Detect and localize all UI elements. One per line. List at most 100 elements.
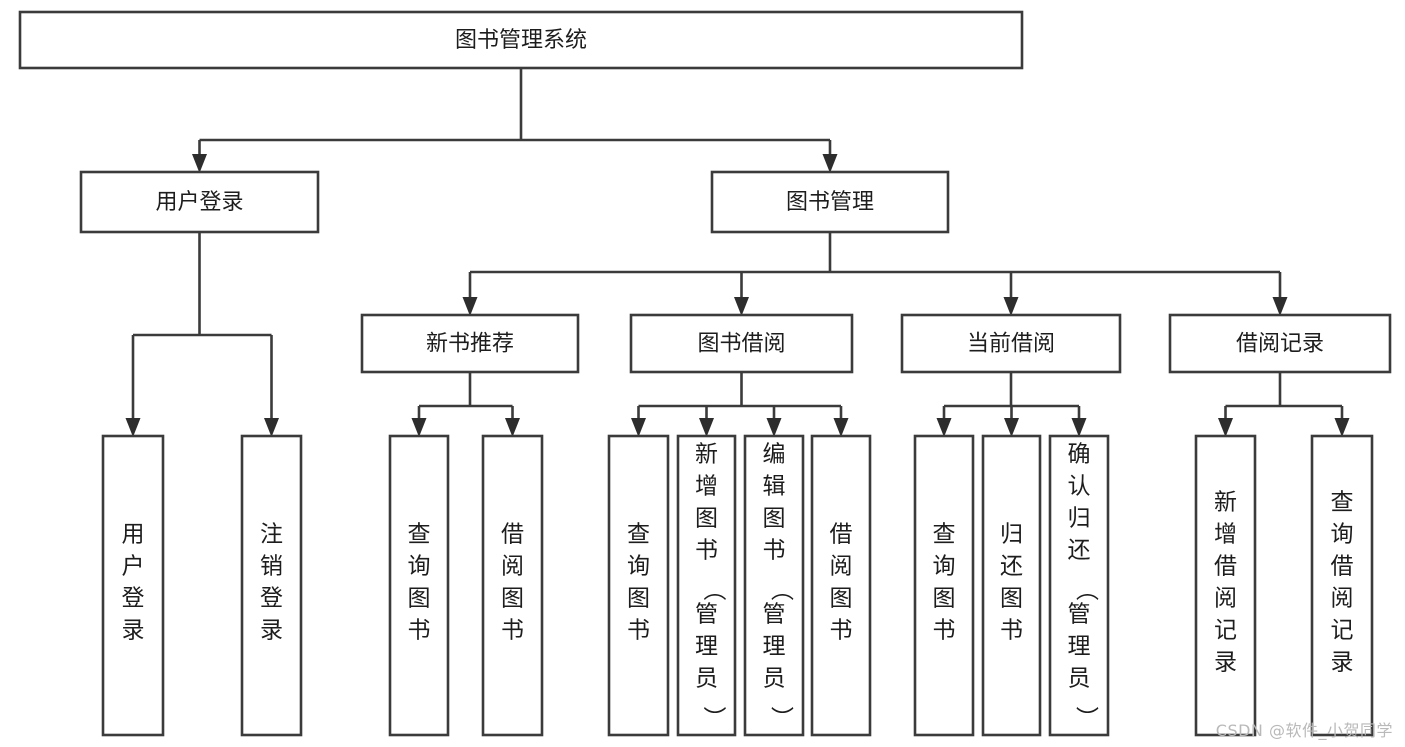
node-label-char: 辑 bbox=[763, 474, 786, 500]
node-label-char: 员 bbox=[695, 666, 718, 692]
node-label-char: 录 bbox=[260, 618, 283, 644]
node-label-char: 管 bbox=[763, 602, 786, 628]
node-box bbox=[810, 434, 872, 737]
node-label-char: 查 bbox=[1331, 490, 1354, 516]
node-label-char: 登 bbox=[122, 586, 145, 612]
node-label-char: 查 bbox=[408, 522, 431, 548]
node-leaf-borrow-book-2[interactable]: 借阅图书借阅图书 bbox=[810, 434, 872, 737]
node-label-char: 书 bbox=[1000, 618, 1023, 644]
node-label-char: 阅 bbox=[1214, 586, 1237, 612]
node-label-char: 图 bbox=[933, 586, 956, 612]
node-leaf-query-book-3[interactable]: 查询图书查询图书 bbox=[913, 434, 975, 737]
node-label-char: 阅 bbox=[501, 554, 524, 580]
node-label-char: ） bbox=[768, 706, 794, 729]
node-newbook[interactable]: 新书推荐 bbox=[360, 313, 580, 374]
node-label: 当前借阅 bbox=[967, 332, 1055, 357]
node-box bbox=[79, 170, 320, 234]
node-label-char: 书 bbox=[763, 538, 786, 564]
node-label: 借阅记录 bbox=[1236, 332, 1324, 357]
node-label: 图书借阅 bbox=[697, 332, 785, 357]
connector-group-bookmgmt bbox=[462, 232, 1288, 316]
node-label-char: 增 bbox=[1214, 522, 1237, 548]
connector-group-current bbox=[936, 372, 1087, 437]
node-leaf-query-book-1[interactable]: 查询图书查询图书 bbox=[388, 434, 450, 737]
node-box bbox=[240, 434, 303, 737]
node-label-char: 阅 bbox=[1331, 586, 1354, 612]
node-login[interactable]: 用户登录 bbox=[79, 170, 320, 234]
node-leaf-user-logout[interactable]: 注销登录注销登录 bbox=[240, 434, 303, 737]
node-borrow[interactable]: 图书借阅 bbox=[629, 313, 854, 374]
node-record[interactable]: 借阅记录 bbox=[1168, 313, 1392, 374]
node-box bbox=[481, 434, 544, 737]
node-label-char: 员 bbox=[763, 666, 786, 692]
node-label-char: 图 bbox=[408, 586, 431, 612]
node-box bbox=[607, 434, 670, 737]
node-label-char: 户 bbox=[122, 554, 145, 580]
node-label-char: 书 bbox=[408, 618, 431, 644]
node-label-char: 录 bbox=[122, 618, 145, 644]
node-current[interactable]: 当前借阅 bbox=[900, 313, 1122, 374]
node-label-char: 图 bbox=[763, 506, 786, 532]
node-box bbox=[1048, 434, 1110, 737]
node-leaf-query-record[interactable]: 查询借阅记录查询借阅记录 bbox=[1310, 434, 1374, 737]
node-leaf-query-book-2[interactable]: 查询图书查询图书 bbox=[607, 434, 670, 737]
node-box bbox=[913, 434, 975, 737]
node-label-char: 图 bbox=[501, 586, 524, 612]
node-label-char: 登 bbox=[260, 586, 283, 612]
node-label-char: 用 bbox=[122, 522, 145, 548]
node-leaf-borrow-book-1[interactable]: 借阅图书借阅图书 bbox=[481, 434, 544, 737]
node-label-char: 新 bbox=[1214, 490, 1237, 516]
node-label: 图书管理 bbox=[786, 190, 874, 215]
node-box bbox=[101, 434, 165, 737]
node-label: 图书管理系统 bbox=[455, 28, 587, 53]
node-label-char: 查 bbox=[627, 522, 650, 548]
node-box bbox=[710, 170, 950, 234]
node-box bbox=[1168, 313, 1392, 374]
node-label-char: 借 bbox=[501, 522, 524, 548]
node-label-char: 书 bbox=[830, 618, 853, 644]
node-label-char: 书 bbox=[695, 538, 718, 564]
node-layer: 图书管理系统用户登录图书管理新书推荐图书借阅当前借阅借阅记录用户登录用户登录注销… bbox=[18, 10, 1392, 737]
node-label-char: （ bbox=[768, 578, 794, 601]
node-label-char: ） bbox=[701, 706, 727, 729]
node-label-char: 询 bbox=[408, 554, 431, 580]
node-label-char: 阅 bbox=[830, 554, 853, 580]
connector-group-record bbox=[1218, 372, 1350, 437]
node-label-char: 借 bbox=[1214, 554, 1237, 580]
connector-group-newbook bbox=[411, 372, 520, 437]
node-label-char: 理 bbox=[695, 634, 718, 660]
node-label-char: 图 bbox=[695, 506, 718, 532]
node-label-char: 员 bbox=[1068, 666, 1091, 692]
node-label-char: （ bbox=[1073, 578, 1099, 601]
node-label: 用户登录 bbox=[155, 190, 243, 215]
node-label-char: 编 bbox=[763, 442, 786, 468]
node-root[interactable]: 图书管理系统 bbox=[18, 10, 1024, 70]
node-leaf-return-book[interactable]: 归还图书归还图书 bbox=[981, 434, 1042, 737]
node-label-char: 还 bbox=[1000, 554, 1023, 580]
node-leaf-user-login[interactable]: 用户登录用户登录 bbox=[101, 434, 165, 737]
connector-group-login bbox=[125, 232, 279, 437]
node-label-char: 记 bbox=[1214, 618, 1237, 644]
node-label-char: 归 bbox=[1068, 506, 1091, 532]
node-box bbox=[743, 434, 805, 737]
node-label-char: 图 bbox=[830, 586, 853, 612]
node-box bbox=[629, 313, 854, 374]
connector-group-root bbox=[192, 68, 838, 173]
connector-group-borrow bbox=[631, 372, 849, 437]
node-label-char: 借 bbox=[830, 522, 853, 548]
node-box bbox=[676, 434, 737, 737]
node-label-char: 理 bbox=[1068, 634, 1091, 660]
node-label-char: 管 bbox=[1068, 602, 1091, 628]
node-label-char: 图 bbox=[1000, 586, 1023, 612]
node-label-char: 书 bbox=[501, 618, 524, 644]
node-label-char: 询 bbox=[933, 554, 956, 580]
node-bookmgmt[interactable]: 图书管理 bbox=[710, 170, 950, 234]
node-label-char: 记 bbox=[1331, 618, 1354, 644]
node-label-char: 书 bbox=[627, 618, 650, 644]
node-label-char: ） bbox=[1073, 706, 1099, 729]
node-leaf-add-record[interactable]: 新增借阅记录新增借阅记录 bbox=[1194, 434, 1257, 737]
